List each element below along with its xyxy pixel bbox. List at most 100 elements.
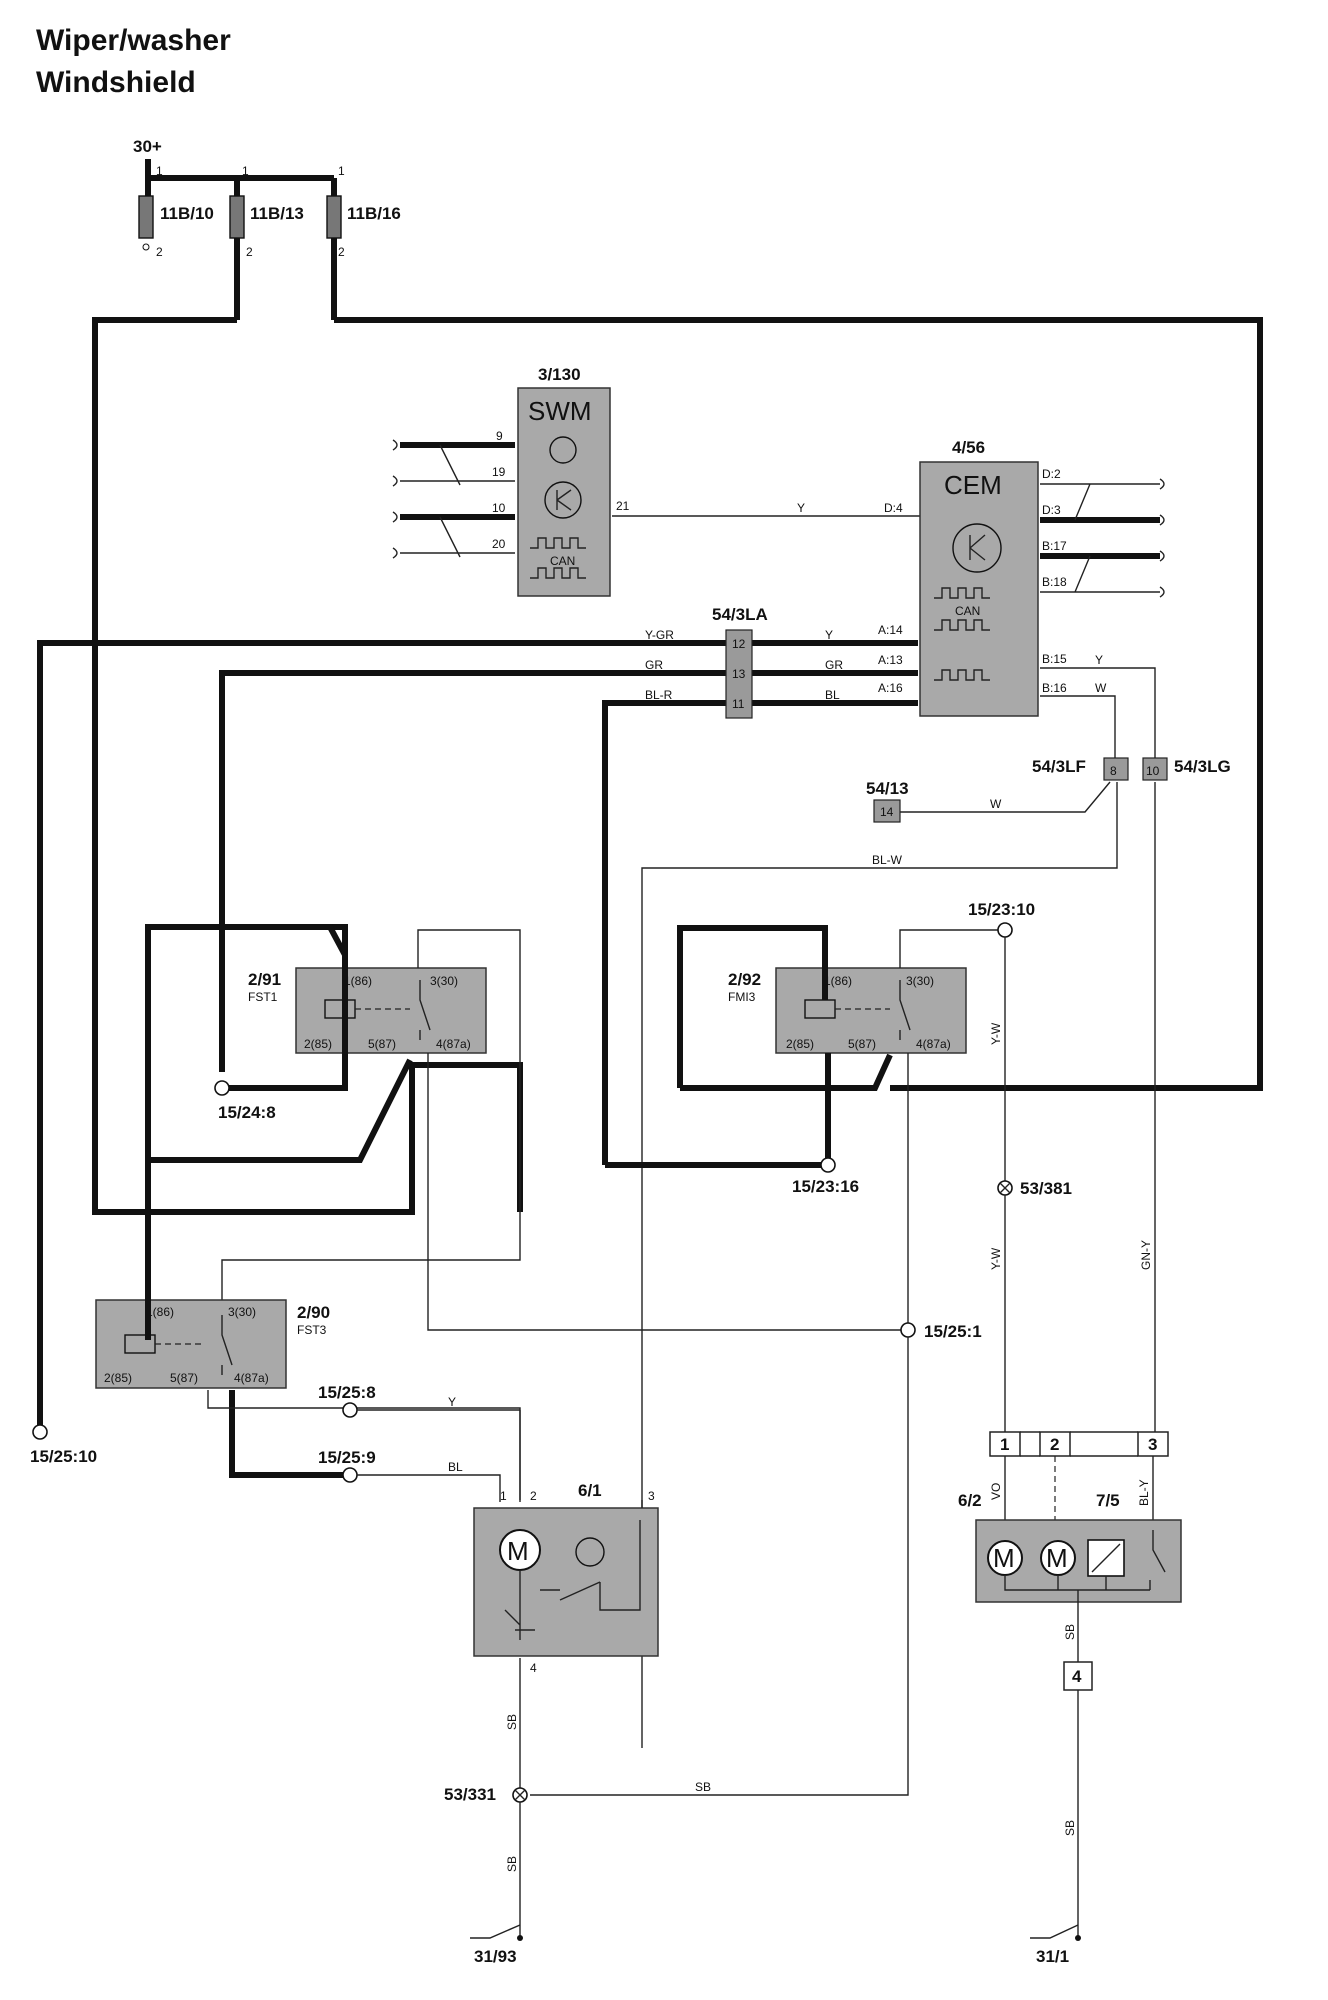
relay-2-92: 2/92 FMI3 1(86) 3(30) 2(85) 5(87) 4(87a) [728, 967, 967, 1054]
svg-text:13: 13 [732, 667, 746, 681]
connector-pin-4: 4 [1063, 1661, 1093, 1691]
svg-text:2/91: 2/91 [248, 970, 281, 989]
svg-text:15/25:10: 15/25:10 [30, 1447, 97, 1466]
svg-text:CEM: CEM [944, 470, 1002, 500]
svg-text:31/93: 31/93 [474, 1947, 517, 1966]
svg-text:B:17: B:17 [1042, 539, 1067, 553]
loop-11b13 [92, 317, 523, 1215]
svg-text:FST1: FST1 [248, 990, 278, 1004]
wire-label-bl-motor: BL [448, 1460, 463, 1474]
cem-wire-breaks [1159, 478, 1165, 598]
svg-text:15/25:1: 15/25:1 [924, 1322, 982, 1341]
svg-text:7/5: 7/5 [1096, 1491, 1120, 1510]
svg-text:5(87): 5(87) [368, 1037, 396, 1051]
svg-text:54/3LG: 54/3LG [1174, 757, 1231, 776]
node-15-24-8: 15/24:8 [214, 1080, 276, 1122]
connector-54-3lf: 54/3LF 8 [1032, 757, 1129, 781]
svg-text:2/90: 2/90 [297, 1303, 330, 1322]
svg-text:20: 20 [492, 537, 506, 551]
wire-label-w-54-13: W [990, 797, 1002, 811]
svg-text:15/25:8: 15/25:8 [318, 1383, 376, 1402]
ground-31-1: 31/1 [1030, 1924, 1081, 1966]
svg-text:B:16: B:16 [1042, 681, 1067, 695]
wire-290-87 [207, 1390, 521, 1500]
wire-y-cem-b15 [1040, 667, 1156, 760]
svg-text:3(30): 3(30) [430, 974, 458, 988]
svg-text:15/25:9: 15/25:9 [318, 1448, 376, 1467]
svg-text:A:16: A:16 [878, 681, 903, 695]
svg-text:11B/13: 11B/13 [250, 204, 304, 223]
node-53-381: 53/381 [997, 1179, 1072, 1198]
wire-gr [219, 670, 918, 1072]
svg-text:5(87): 5(87) [170, 1371, 198, 1385]
wire-291-loop [145, 924, 413, 1163]
wire-label-bl-r: BL-R [645, 688, 673, 702]
diagram-title-line2: Windshield [36, 66, 196, 99]
svg-text:12: 12 [732, 637, 746, 651]
svg-text:14: 14 [880, 805, 894, 819]
node-15-25-1: 15/25:1 [900, 1322, 982, 1341]
diagram-title-line1: Wiper/washer [36, 24, 231, 57]
svg-text:15/23:10: 15/23:10 [968, 900, 1035, 919]
cem-thin-outputs [1040, 483, 1160, 593]
swm-thick-inputs [400, 442, 515, 520]
wire-label-gr: GR [645, 658, 663, 672]
wire-label-sb-ground-2: SB [1063, 1820, 1077, 1836]
svg-text:11B/10: 11B/10 [160, 204, 214, 223]
svg-text:19: 19 [492, 465, 506, 479]
svg-text:CAN: CAN [550, 554, 575, 568]
svg-text:D:3: D:3 [1042, 503, 1061, 517]
wire-label-y-swm: Y [797, 501, 805, 515]
svg-text:4: 4 [1072, 1667, 1082, 1686]
fuse-11b10: 11B/10 1 2 [138, 164, 214, 259]
wire-w-54-13 [900, 781, 1111, 813]
svg-text:4/56: 4/56 [952, 438, 985, 457]
svg-text:B:15: B:15 [1042, 652, 1067, 666]
svg-text:SWM: SWM [528, 396, 592, 426]
svg-text:2: 2 [1050, 1435, 1059, 1454]
fuse-11b13: 11B/13 1 2 [229, 164, 304, 259]
wire-label-sb-mid: SB [695, 1780, 711, 1794]
svg-text:5(87): 5(87) [848, 1037, 876, 1051]
node-15-23-16: 15/23:16 [792, 1157, 859, 1196]
svg-text:31/1: 31/1 [1036, 1947, 1069, 1966]
svg-text:54/13: 54/13 [866, 779, 909, 798]
relay-2-90: 2/90 FST3 1(86) 3(30) 2(85) 5(87) 4(87a) [95, 1299, 330, 1389]
wire-sb-15-25-1 [530, 1337, 909, 1796]
svg-text:2(85): 2(85) [786, 1037, 814, 1051]
wire-label-bl-y: BL-Y [1137, 1479, 1151, 1506]
svg-text:M: M [1046, 1543, 1068, 1573]
supply-bus [145, 159, 337, 320]
svg-text:3(30): 3(30) [228, 1305, 256, 1319]
svg-text:D:2: D:2 [1042, 467, 1061, 481]
svg-text:2(85): 2(85) [304, 1037, 332, 1051]
wire-bl-r [602, 700, 918, 1165]
svg-text:FST3: FST3 [297, 1323, 327, 1337]
svg-text:11: 11 [732, 697, 745, 711]
svg-text:4(87a): 4(87a) [436, 1037, 471, 1051]
svg-text:2: 2 [530, 1489, 537, 1503]
svg-text:2/92: 2/92 [728, 970, 761, 989]
wire-label-w-b16: W [1095, 681, 1107, 695]
svg-text:B:18: B:18 [1042, 575, 1067, 589]
svg-text:FMI3: FMI3 [728, 990, 756, 1004]
svg-text:2: 2 [156, 245, 163, 259]
node-15-23-10: 15/23:10 [968, 900, 1035, 938]
connector-54-3la: 54/3LA 12 13 11 [712, 605, 768, 719]
wire-292-87 [680, 1053, 893, 1091]
wire-label-y-w-bottom: Y-W [989, 1247, 1003, 1270]
svg-text:A:13: A:13 [878, 653, 903, 667]
svg-text:21: 21 [616, 499, 630, 513]
svg-text:M: M [993, 1543, 1015, 1573]
wire-292-30 [899, 929, 1005, 968]
wire-291-87a [427, 1053, 908, 1331]
svg-text:4: 4 [530, 1661, 537, 1675]
svg-text:M: M [507, 1536, 529, 1566]
svg-text:15/24:8: 15/24:8 [218, 1103, 276, 1122]
svg-text:53/331: 53/331 [444, 1785, 496, 1804]
wire-label-y-w-top: Y-W [989, 1022, 1003, 1045]
loop-11b16 [334, 317, 1263, 1091]
svg-text:54/3LA: 54/3LA [712, 605, 768, 624]
svg-text:3: 3 [1148, 1435, 1157, 1454]
